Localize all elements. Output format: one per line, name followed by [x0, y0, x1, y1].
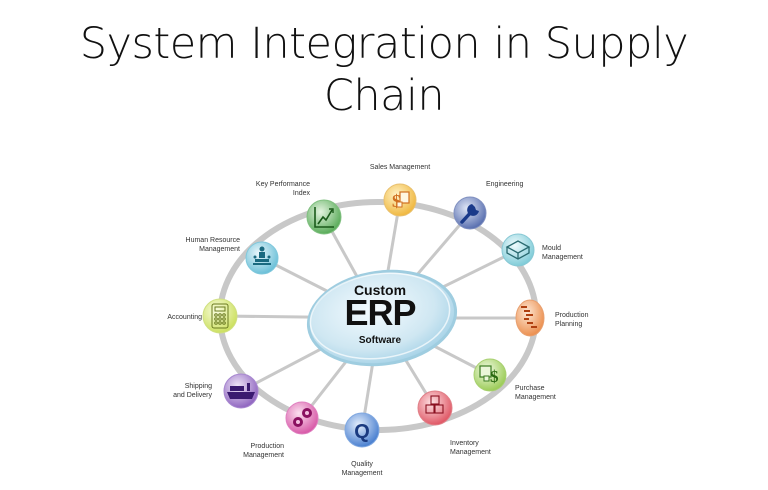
- node-sales: $: [383, 183, 417, 217]
- label-kpi: Key Performance Index: [255, 181, 310, 197]
- node-purchase: $: [473, 358, 507, 392]
- label-purchase: Purchase Management: [515, 385, 556, 401]
- center-hub: [306, 269, 458, 367]
- label-sales: Sales Management: [369, 164, 431, 171]
- box-icon: [505, 240, 531, 260]
- node-production-planning: [515, 299, 545, 337]
- svg-text:$: $: [490, 367, 499, 386]
- node-inventory: [417, 390, 453, 426]
- node-production-management: [285, 401, 319, 435]
- label-engineering: Engineering: [486, 181, 524, 188]
- label-shipping: Shipping and Delivery: [173, 383, 212, 399]
- dollar-window-icon: $: [479, 365, 499, 386]
- node-hr: [245, 241, 279, 275]
- label-production-management: Production Management: [243, 443, 284, 459]
- node-quality: Q: [344, 412, 380, 448]
- label-mould: Mould Management: [542, 245, 583, 261]
- q-icon: Q: [354, 421, 370, 443]
- node-kpi: [306, 199, 342, 235]
- title-line-2: Chain: [323, 71, 445, 121]
- chart-up-icon: [314, 207, 334, 228]
- slide-title: System Integration in Supply Chain: [0, 18, 768, 122]
- center-label-erp: ERP: [344, 292, 416, 333]
- label-quality: Quality Management: [341, 461, 383, 477]
- dollar-window-icon: $: [392, 191, 410, 211]
- gears-icon: [293, 408, 312, 427]
- center-label-software: Software: [358, 335, 402, 346]
- people-icon: [253, 246, 271, 265]
- label-accounting: Accounting: [167, 314, 202, 321]
- calculator-icon: [211, 303, 229, 329]
- center-label-custom: Custom: [353, 282, 407, 298]
- label-hr: Human Resource Management: [185, 237, 240, 253]
- title-line-1: System Integration in Supply: [79, 19, 689, 69]
- cubes-icon: [425, 395, 444, 414]
- wrench-icon: [460, 204, 479, 224]
- node-accounting: [202, 298, 238, 334]
- node-shipping: [223, 373, 259, 409]
- node-engineering: [453, 196, 487, 230]
- node-mould: [501, 233, 535, 267]
- svg-text:$: $: [392, 191, 401, 211]
- ship-icon: [227, 383, 255, 399]
- label-inventory: Inventory Management: [450, 440, 491, 456]
- gantt-icon: [521, 306, 537, 328]
- label-production-planning: Production Planning: [555, 312, 589, 328]
